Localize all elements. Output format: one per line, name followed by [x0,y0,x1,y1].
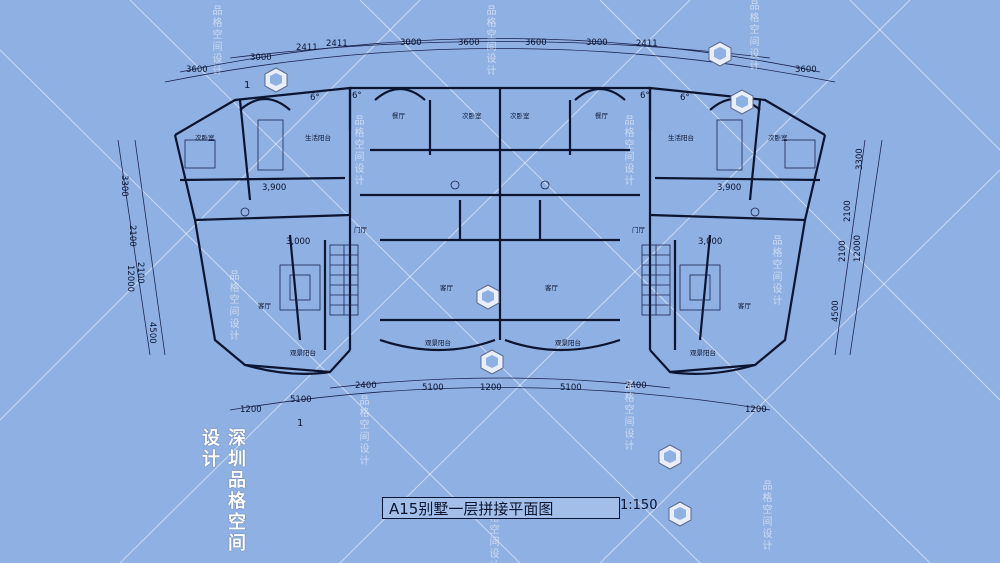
room-label-living: 客厅 [545,283,559,292]
brand-logo-icon [480,349,504,375]
drawing-title-box: A15别墅一层拼接平面图 [382,497,620,519]
dimension-label: 1200 [480,383,502,393]
brand-logo-icon [658,444,682,470]
watermark-text: 品格空间设计 [770,235,781,307]
dimension-labels-top: 3600 3000 2411 2411 3000 3600 3600 3000 2411 3600 [186,38,817,75]
drawing-title: A15别墅一层拼接平面图 [389,499,554,518]
room-label-service-balcony: 生活阳台 [668,133,694,142]
dimension-label: 5100 [290,395,312,405]
dimension-label: 2411 [636,39,658,49]
dimension-label: 2411 [296,43,318,53]
furniture [184,119,816,311]
dimension-label: 2400 [355,381,377,391]
room-label-dining: 餐厅 [392,111,406,120]
room-label-view-balcony: 观景阳台 [690,348,716,357]
dimension-label: 5100 [560,383,582,393]
dimension-label: 3600 [795,65,817,75]
watermark-text: 品格空间设计 [760,480,771,552]
dimension-label: 5100 [422,383,444,393]
room-label-view-balcony: 观景阳台 [555,338,581,347]
dimension-label: 3,000 [286,237,310,247]
balcony-curves [244,338,756,375]
dimension-label: 3600 [458,38,480,48]
left-wing-walls [173,86,352,374]
dimension-label: 3000 [250,53,272,63]
drawing-scale: 1:150 [620,498,658,513]
room-label-living: 客厅 [440,283,454,292]
brand-logo-icon [476,284,500,310]
watermark-text: 品格空间设计 [227,270,238,342]
room-labels: 餐厅 餐厅 次卧室 次卧室 次卧室 次卧室 客厅 客厅 客厅 客厅 生活阳台 生… [195,111,788,357]
room-label-foyer: 门厅 [354,225,368,234]
room-label-bedroom: 次卧室 [768,133,788,142]
dimension-label: 2100 [127,225,137,247]
dimension-label: 1200 [240,405,262,415]
room-label-bedroom: 次卧室 [510,111,530,120]
room-label-dining: 餐厅 [595,111,609,120]
dimension-label: 2100 [843,200,853,222]
dimension-label: 3000 [586,38,608,48]
side-dimension-lines [117,139,883,356]
dimension-label: 2400 [625,381,647,391]
room-label-view-balcony: 观景阳台 [425,338,451,347]
dimension-label: 3600 [525,38,547,48]
right-wing-walls [648,86,827,374]
dimension-label: 3,900 [717,183,741,193]
watermark-text: 品格空间设计 [210,5,221,77]
dimension-label: 12000 [853,235,863,262]
center-arcs [374,87,626,101]
bottom-dimension-lines [229,377,771,411]
dimension-labels-inner: 3,900 3,000 3,900 3,000 6° 6° 6° 6° [262,91,741,247]
dimension-labels-right: 3300 2100 12000 2100 4500 [831,148,865,322]
left-wing-arc [239,97,291,111]
room-label-bedroom: 次卧室 [195,133,215,142]
dimension-label: 3,900 [262,183,286,193]
dimension-label: 1200 [745,405,767,415]
dimension-label: 6° [310,93,320,103]
room-label-view-balcony: 观景阳台 [290,348,316,357]
dimension-label: 6° [640,91,650,101]
dimension-label: 6° [352,91,362,101]
dimension-label: 2411 [326,39,348,49]
stair-left [329,244,359,316]
watermark-text: 品格空间设计 [484,5,495,77]
room-label-foyer: 门厅 [632,225,646,234]
dimension-labels-bottom: 1200 5100 2400 5100 1200 5100 2400 1200 [240,381,767,415]
watermark-text: 品格空间设计 [747,0,758,72]
watermark-text: 品格空间设计 [622,380,633,452]
dimension-label: 3300 [119,175,129,197]
dimension-label: 6° [680,93,690,103]
brand-logo-icon [730,89,754,115]
section-mark: 1 [244,80,251,91]
dimension-label: 3,000 [698,237,722,247]
room-label-living: 客厅 [258,301,272,310]
dimension-label: 3000 [400,38,422,48]
dimension-label: 12000 [125,265,135,292]
brand-vertical-text: 深圳品格空间设计 [199,428,246,554]
section-mark: 1 [297,418,304,429]
watermark-text: 品格空间设计 [357,395,368,467]
room-label-living: 客厅 [738,301,752,310]
dimension-label: 2100 [135,262,145,284]
dimension-label: 3600 [186,65,208,75]
dimension-label: 3300 [855,148,865,170]
room-label-service-balcony: 生活阳台 [305,133,331,142]
brand-logo-icon [668,501,692,527]
dimension-label: 2100 [838,240,848,262]
watermark-text: 品格空间设计 [622,115,633,187]
brand-logo-icon [264,67,288,93]
watermark-text: 品格空间设计 [352,115,363,187]
room-label-bedroom: 次卧室 [462,111,482,120]
watermark-text: 品格空间设计 [487,500,498,563]
dimension-label: 4500 [831,300,841,322]
stair-right [641,244,671,316]
dimension-label: 4500 [147,322,157,344]
brand-logo-icon [708,41,732,67]
